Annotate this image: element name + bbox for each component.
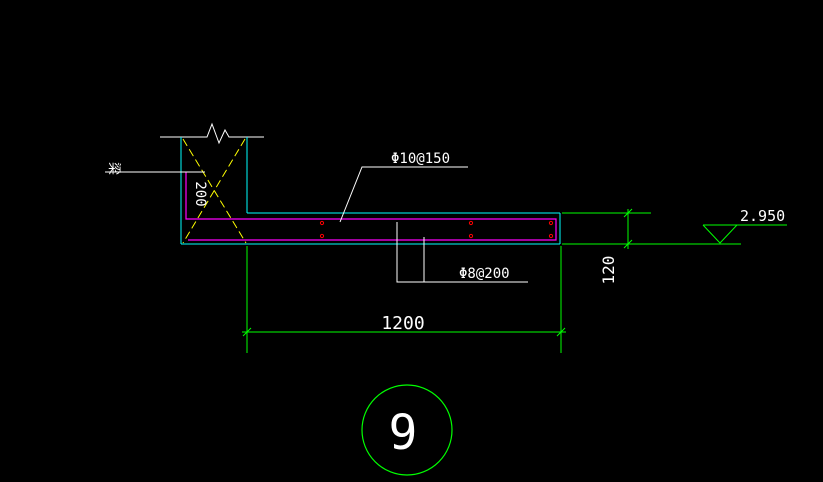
rebar-dot bbox=[319, 233, 325, 239]
dim-tick bbox=[556, 327, 566, 337]
leaders bbox=[105, 166, 528, 283]
dist-rebar-label: Φ8@200 bbox=[459, 266, 510, 282]
beam-section bbox=[160, 122, 264, 244]
top-rebar-leader bbox=[339, 166, 468, 223]
rebar-dot bbox=[319, 220, 325, 226]
beam-break-line bbox=[160, 122, 264, 145]
dimensions bbox=[242, 208, 741, 353]
detail-circle bbox=[361, 384, 453, 476]
dim-tick bbox=[623, 208, 633, 218]
detail-number: 9 bbox=[389, 405, 418, 461]
rebar-dot bbox=[548, 233, 554, 239]
labels: 梁 200 Φ10@150 Φ8@200 120 1200 2.950 9 bbox=[106, 151, 785, 461]
rebar-dot bbox=[468, 220, 474, 226]
rebar-dot bbox=[468, 233, 474, 239]
slab-outline bbox=[181, 212, 561, 245]
dim-tick bbox=[623, 239, 633, 249]
rebar bbox=[185, 172, 557, 241]
top-rebar-line bbox=[185, 172, 557, 241]
top-rebar-label: Φ10@150 bbox=[391, 151, 450, 167]
dist-rebar-leader bbox=[396, 222, 528, 283]
elevation-triangle bbox=[702, 224, 739, 244]
elevation-label: 2.950 bbox=[740, 207, 785, 225]
beam-width-label: 200 bbox=[192, 181, 208, 206]
beam-label: 梁 bbox=[106, 162, 121, 175]
rebar-dot bbox=[548, 220, 554, 226]
slab-thickness-label: 120 bbox=[599, 256, 618, 285]
beam-hatch-2 bbox=[182, 138, 246, 244]
dim-tick bbox=[242, 327, 252, 337]
elevation-marker bbox=[702, 224, 787, 244]
cantilever-length-label: 1200 bbox=[381, 313, 424, 334]
